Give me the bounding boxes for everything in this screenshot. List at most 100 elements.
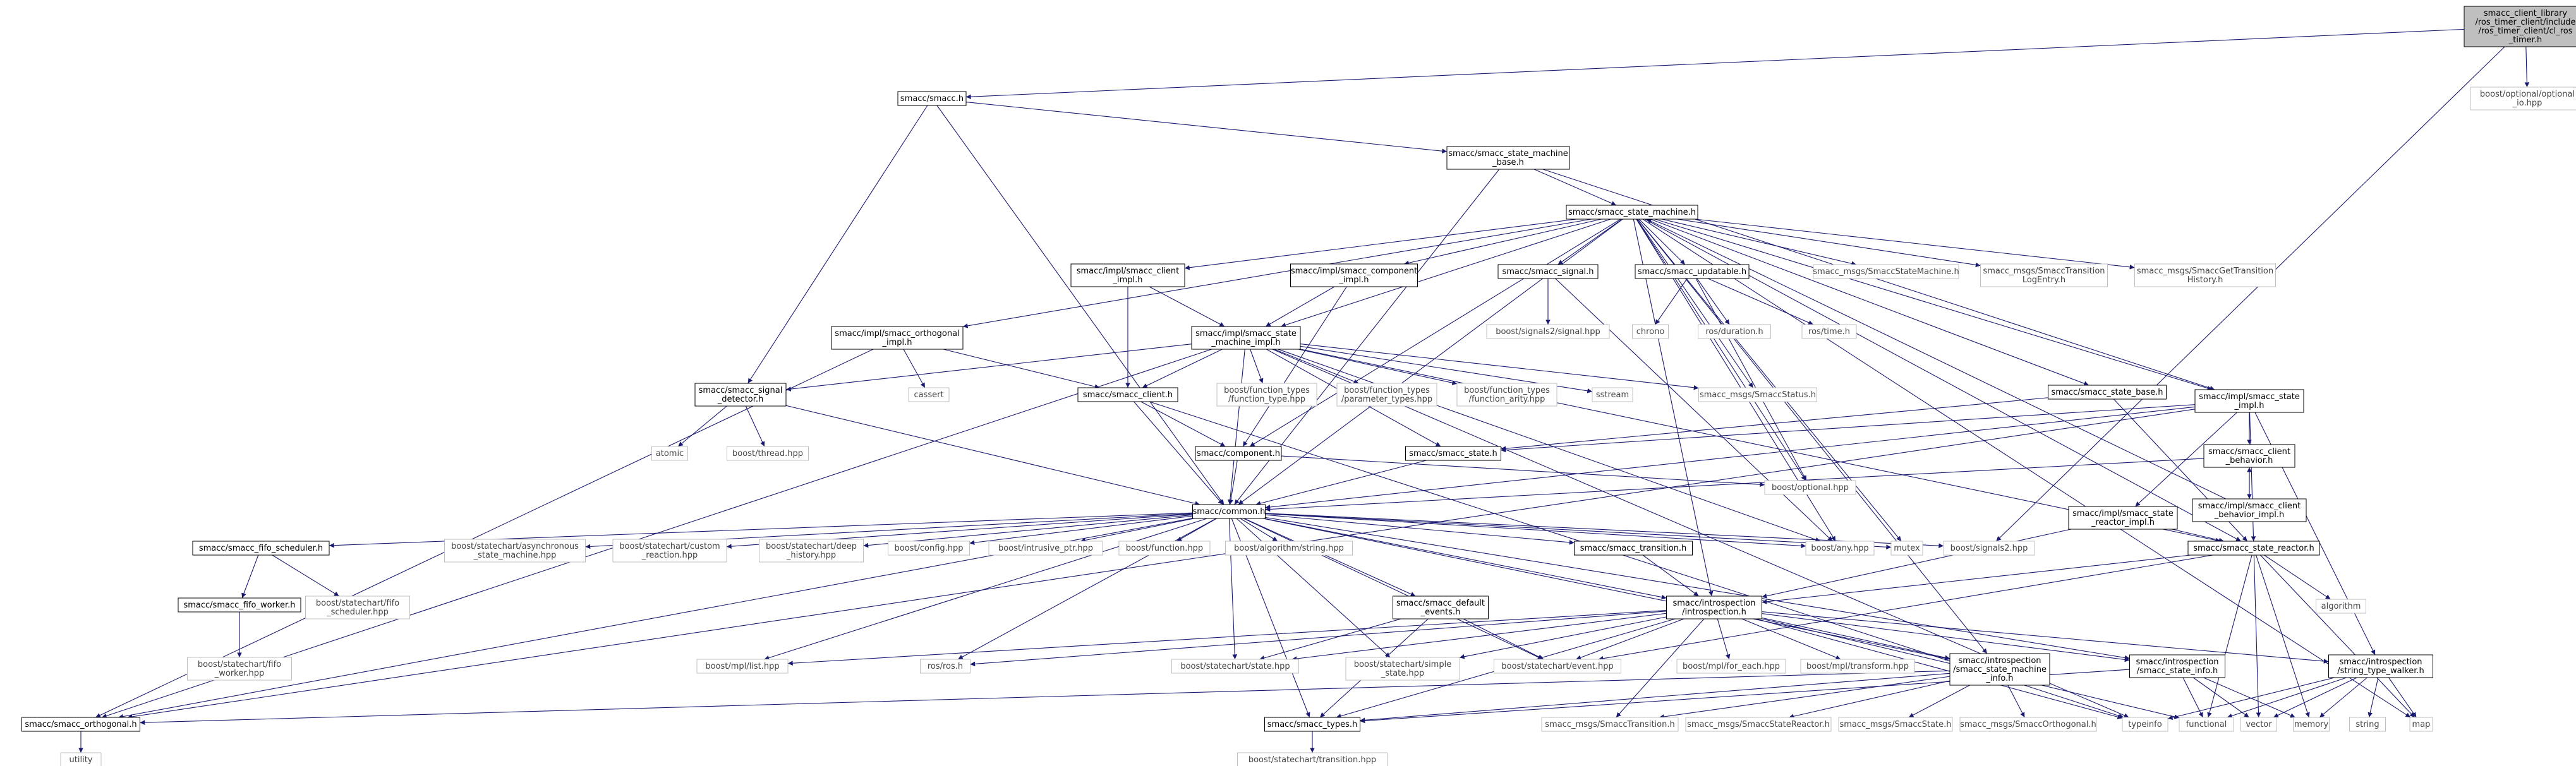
node-sm-impl[interactable]: smacc/impl/smacc_state_machine_impl.h [1191, 326, 1301, 350]
node-label: boost/function_types [1344, 386, 1430, 395]
edge-common-h-to-sc-event [1243, 518, 1543, 660]
edge-sr-impl-to-state-reactor [2172, 529, 2224, 543]
node-label: smacc/smacc_state_machine.h [1568, 208, 1696, 217]
node-typeinfo: typeinfo [2122, 717, 2168, 732]
node-sc-fifo-sched: boost/statechart/fifo_scheduler.hpp [305, 595, 410, 619]
edge-component-impl-to-component-h [1242, 286, 1347, 447]
node-box [2122, 717, 2168, 732]
node-label: smacc/smacc_state_machine [1448, 149, 1568, 159]
edge-introspection-to-sc-event [1576, 618, 1684, 660]
edge-sig-detector-to-atomic [677, 405, 727, 447]
node-chrono: chrono [1632, 324, 1669, 339]
edge-sm-h-to-updatable-h [1638, 218, 1686, 265]
node-label: _state_machine.hpp [473, 551, 557, 560]
edge-sm-base-to-state-impl [1542, 169, 2215, 391]
node-transition-h[interactable]: smacc/smacc_transition.h [1574, 541, 1693, 556]
edge-common-h-to-sc-deep [863, 514, 1193, 548]
edge-root-to-signals2 [1995, 46, 2505, 542]
node-box [1264, 717, 1360, 732]
node-box [1486, 324, 1610, 339]
node-mutex: mutex [1890, 541, 1923, 556]
node-common-h[interactable]: smacc/common.h [1192, 504, 1266, 519]
node-label: smacc/smacc_orthogonal.h [25, 720, 136, 729]
node-cassert: cassert [908, 387, 950, 402]
node-default-events[interactable]: smacc/smacc_default_events.h [1393, 595, 1489, 619]
node-label: /string_type_walker.h [2337, 666, 2424, 676]
node-box [696, 659, 789, 674]
node-box [1592, 387, 1633, 402]
node-label: boost/function_types [1464, 386, 1550, 395]
node-state-reactor[interactable]: smacc/smacc_state_reactor.h [2187, 541, 2320, 556]
node-client-behavior[interactable]: smacc/smacc_client_behavior.h [2203, 444, 2295, 468]
node-box [2068, 506, 2178, 530]
node-functional: functional [2179, 717, 2234, 732]
node-type-walker[interactable]: smacc/introspection/string_type_walker.h [2328, 654, 2433, 678]
node-types-h[interactable]: smacc/smacc_types.h [1264, 717, 1360, 732]
node-orth-impl[interactable]: smacc/impl/smacc_orthogonal_impl.h [831, 326, 964, 350]
node-client-impl[interactable]: smacc/impl/smacc_client_impl.h [1070, 263, 1185, 287]
node-box [178, 597, 301, 613]
node-box [727, 446, 809, 461]
node-label: smacc_msgs/SmaccTransition [1983, 266, 2105, 276]
node-box [2129, 654, 2225, 678]
node-sstream: sstream [1592, 387, 1633, 402]
edge-sm-h-to-state-base [1650, 218, 2089, 386]
node-cb-impl[interactable]: smacc/impl/smacc_client_behavior_impl.h [2192, 498, 2307, 522]
node-box [21, 717, 140, 732]
node-state-base[interactable]: smacc/smacc_state_base.h [2048, 385, 2167, 400]
node-label: algorithm [2321, 602, 2361, 611]
node-label: boost/statechart/deep [766, 542, 857, 551]
node-string: string [2349, 717, 2386, 732]
node-sc-event: boost/statechart/event.hpp [1494, 659, 1621, 674]
edge-type-walker-to-vector [2273, 677, 2357, 718]
node-component-impl[interactable]: smacc/impl/smacc_component_impl.h [1290, 263, 1418, 287]
node-signal-h[interactable]: smacc/smacc_signal.h [1497, 264, 1599, 279]
edge-introspection-to-mpl-foreach [1717, 618, 1731, 660]
node-sm-h[interactable]: smacc/smacc_state_machine.h [1566, 205, 1698, 220]
edge-sm-impl-to-msg-status [1300, 344, 1699, 390]
node-root[interactable]: smacc_client_library/ros_timer_client/in… [2464, 6, 2576, 47]
node-label: _reactor_impl.h [2091, 518, 2155, 527]
node-state-info[interactable]: smacc/introspection/smacc_state_info.h [2129, 654, 2225, 678]
node-label: boost/thread.hpp [732, 449, 803, 458]
node-label: _impl.h [1112, 275, 1142, 285]
node-introspection[interactable]: smacc/introspection/introspection.h [1666, 595, 1762, 619]
node-state-h[interactable]: smacc/smacc_state.h [1405, 446, 1501, 461]
node-label: /ros_timer_client/cl_ros [2478, 27, 2572, 36]
node-box [1290, 263, 1418, 287]
node-fifo-sched[interactable]: smacc/smacc_fifo_scheduler.h [192, 541, 330, 556]
edge-common-h-to-introspection [1264, 518, 1667, 600]
node-updatable-h[interactable]: smacc/smacc_updatable.h [1635, 264, 1750, 279]
node-box [1801, 324, 1857, 339]
node-box [2349, 717, 2386, 732]
node-label: boost/intrusive_ptr.hpp [998, 544, 1093, 553]
node-sr-impl[interactable]: smacc/impl/smacc_state_reactor_impl.h [2068, 506, 2178, 530]
edge-sm-h-to-signal-h [1557, 218, 1623, 265]
node-box [1225, 541, 1353, 556]
edge-client-behavior-to-common-h [1265, 458, 2204, 512]
node-box [988, 541, 1103, 556]
edge-client-h-to-common-h [1134, 401, 1223, 505]
node-orthogonal-h[interactable]: smacc/smacc_orthogonal.h [21, 717, 140, 732]
node-label: string [2355, 720, 2379, 729]
node-state-impl[interactable]: smacc/impl/smacc_state_impl.h [2194, 389, 2304, 413]
node-label: smacc/common.h [1192, 507, 1265, 517]
node-component-h[interactable]: smacc/component.h [1195, 446, 1282, 461]
node-ros-h: ros/ros.h [920, 659, 971, 674]
edge-smacc-h-to-common-h [936, 105, 1225, 505]
node-smacc-h[interactable]: smacc/smacc.h [897, 91, 967, 106]
node-label: ros/time.h [1808, 327, 1850, 337]
edge-sm-impl-to-ft-arity [1298, 349, 1458, 385]
node-boost-thread: boost/thread.hpp [727, 446, 809, 461]
node-fifo-worker[interactable]: smacc/smacc_fifo_worker.h [178, 597, 301, 613]
node-sm-base[interactable]: smacc/smacc_state_machine_base.h [1446, 146, 1570, 170]
node-client-h[interactable]: smacc/smacc_client.h [1077, 387, 1178, 402]
node-label: smacc/smacc_types.h [1267, 720, 1357, 729]
node-sig-detector[interactable]: smacc/smacc_signal_detector.h [694, 383, 787, 407]
edge-sm-h-to-component-impl [1404, 218, 1602, 266]
node-sm-info[interactable]: smacc/introspection/smacc_state_machine_… [1949, 653, 2050, 686]
node-box [1077, 387, 1178, 402]
